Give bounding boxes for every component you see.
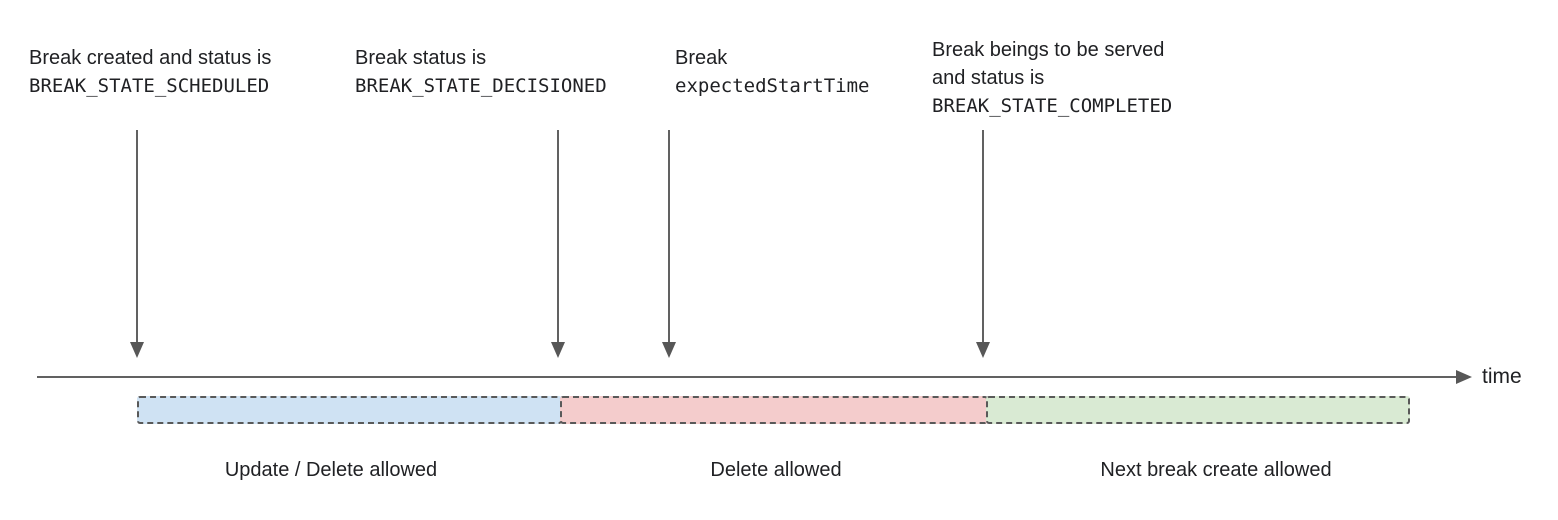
annotation-state-code: BREAK_STATE_DECISIONED: [355, 75, 607, 97]
down-arrow-expected-start: [662, 130, 676, 358]
period-segments-bar: [137, 396, 1410, 424]
segment-label-delete: Delete allowed: [710, 459, 842, 481]
segment-update-delete-allowed: [137, 396, 562, 424]
annotation-state-code: BREAK_STATE_SCHEDULED: [29, 75, 270, 97]
time-axis-arrowhead-icon: [1456, 370, 1472, 384]
annotation-state-code: expectedStartTime: [675, 75, 870, 97]
down-arrow-decisioned: [551, 130, 565, 358]
annotation-break-completed: Break beings to be served and status is …: [932, 36, 1172, 120]
annotation-text: Break created and status is: [29, 47, 272, 69]
time-axis-label: time: [1482, 365, 1522, 388]
annotation-text: and status is: [932, 67, 1045, 89]
segment-next-break-create-allowed: [986, 396, 1410, 424]
annotation-break-decisioned: Break status is BREAK_STATE_DECISIONED: [355, 44, 607, 100]
segment-delete-allowed: [560, 396, 988, 424]
time-axis-line: [37, 376, 1456, 378]
segment-label-update-delete: Update / Delete allowed: [224, 459, 438, 481]
annotation-break-scheduled: Break created and status is BREAK_STATE_…: [29, 44, 271, 100]
annotation-state-code: BREAK_STATE_COMPLETED: [932, 95, 1173, 117]
annotation-text: Break: [675, 47, 728, 69]
segment-label-next-break: Next break create allowed: [1100, 459, 1332, 481]
down-arrow-completed: [976, 130, 990, 358]
annotation-text: Break status is: [355, 47, 487, 69]
annotation-text: Break beings to be served: [932, 39, 1165, 61]
annotation-expected-start-time: Break expectedStartTime: [675, 44, 869, 100]
down-arrow-scheduled: [130, 130, 144, 358]
